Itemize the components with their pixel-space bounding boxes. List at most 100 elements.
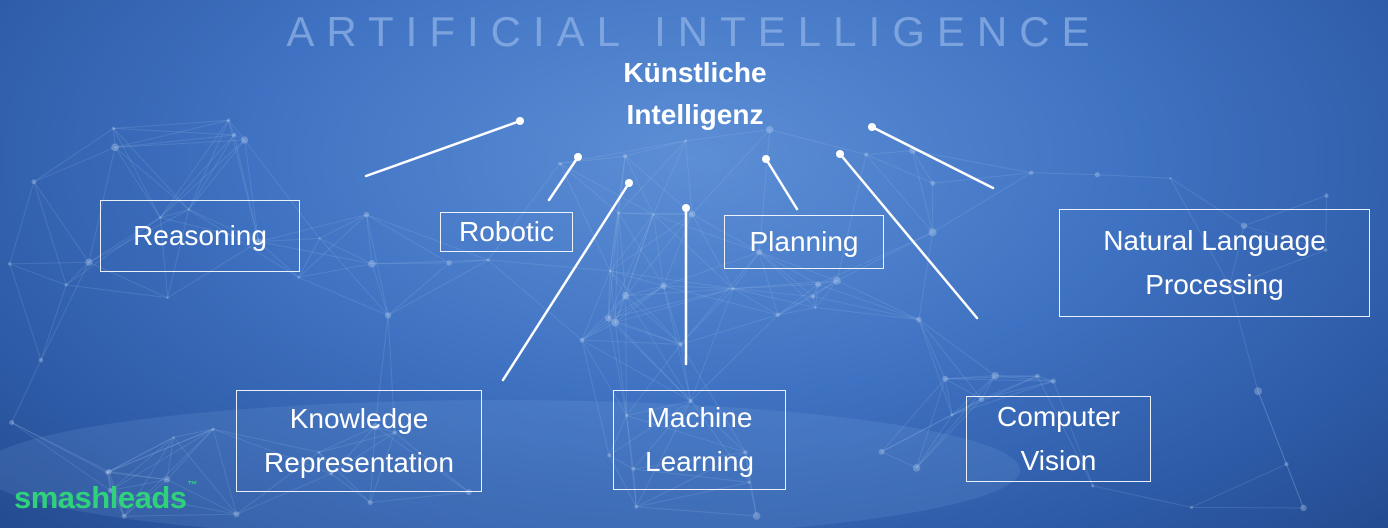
network-edge xyxy=(758,251,814,297)
network-edge xyxy=(624,155,693,215)
network-edge xyxy=(636,506,757,517)
network-edge xyxy=(608,400,691,456)
network-edge xyxy=(33,181,67,286)
network-edge xyxy=(113,128,161,218)
network-node xyxy=(226,118,231,123)
network-edge xyxy=(745,452,758,517)
network-edge xyxy=(366,214,489,261)
network-edge xyxy=(733,283,819,290)
node-nlp: Natural Language Processing xyxy=(1059,209,1370,317)
network-edge xyxy=(626,344,682,416)
network-edge xyxy=(625,213,693,297)
network-edge xyxy=(733,280,837,290)
network-edge xyxy=(685,140,693,215)
network-edge xyxy=(319,237,373,265)
network-edge xyxy=(777,307,816,316)
network-edge xyxy=(114,146,190,210)
network-edge xyxy=(188,209,259,243)
network-edge xyxy=(113,128,190,210)
network-edge xyxy=(1257,390,1287,465)
network-edge xyxy=(748,482,758,517)
network-node xyxy=(1240,222,1248,229)
network-edge xyxy=(625,214,654,296)
network-edge xyxy=(618,212,664,287)
network-edge xyxy=(680,314,778,345)
network-edge xyxy=(680,344,692,402)
network-edge xyxy=(916,414,953,469)
network-edge xyxy=(1243,195,1327,227)
node-computer-vision: Computer Vision xyxy=(966,396,1151,482)
network-edge xyxy=(66,284,168,299)
network-edge xyxy=(1229,225,1245,287)
network-edge xyxy=(607,214,654,319)
network-edge xyxy=(1169,178,1231,287)
network-node xyxy=(688,399,693,404)
network-node xyxy=(950,413,954,417)
network-edge xyxy=(9,181,35,265)
glow-band xyxy=(0,400,1020,528)
network-edge xyxy=(371,262,450,265)
network-node xyxy=(631,466,636,471)
network-edge xyxy=(123,428,214,517)
network-edge xyxy=(618,156,626,214)
network-edge xyxy=(1191,463,1287,508)
network-edge xyxy=(614,322,628,416)
connector-dot-nlp xyxy=(868,123,876,131)
network-edge xyxy=(188,139,245,210)
network-edge xyxy=(236,451,320,515)
network-edge xyxy=(680,288,734,345)
network-node xyxy=(465,489,472,496)
node-robotic-label: Robotic xyxy=(459,216,554,247)
network-edge xyxy=(114,147,161,218)
network-node xyxy=(1227,284,1232,289)
network-node xyxy=(607,453,612,458)
network-node xyxy=(558,161,562,166)
network-edge xyxy=(33,146,116,183)
network-edge xyxy=(40,262,90,361)
network-edge xyxy=(691,129,771,215)
network-edge xyxy=(618,212,654,215)
network-edge xyxy=(449,259,489,264)
network-edge xyxy=(108,471,125,517)
network-edge xyxy=(1243,225,1326,251)
network-edge xyxy=(663,285,778,316)
network-node xyxy=(111,126,116,131)
network-edge xyxy=(33,127,114,183)
network-edge xyxy=(609,156,626,271)
network-edge xyxy=(653,213,760,253)
network-edge xyxy=(33,181,90,263)
network-edge xyxy=(690,400,746,453)
network-edge xyxy=(581,339,627,416)
network-node xyxy=(942,375,949,382)
network-edge xyxy=(608,317,681,345)
network-node xyxy=(121,513,127,519)
network-edge xyxy=(614,213,620,323)
network-node xyxy=(878,448,885,455)
network-edge xyxy=(233,134,245,141)
network-node xyxy=(815,281,822,288)
network-edge xyxy=(559,163,654,215)
network-edge xyxy=(160,217,259,243)
node-reasoning-label: Reasoning xyxy=(133,220,267,251)
network-edge xyxy=(369,426,376,503)
network-edge xyxy=(330,426,376,474)
node-robotic: Robotic xyxy=(440,212,573,252)
center-title-line-2: Intelligenz xyxy=(626,99,764,130)
network-edge xyxy=(114,134,235,148)
network-edge xyxy=(318,451,371,503)
network-edge xyxy=(213,428,332,475)
network-edge xyxy=(944,378,953,415)
network-edge xyxy=(866,150,913,156)
network-edge xyxy=(1031,172,1098,176)
network-edge xyxy=(298,276,389,316)
connector-computer-vision xyxy=(838,152,979,320)
network-edge xyxy=(777,283,819,316)
network-edge xyxy=(614,322,692,402)
network-edge xyxy=(188,209,299,278)
network-node xyxy=(371,423,379,431)
network-edge xyxy=(11,359,42,423)
network-edge xyxy=(609,213,693,272)
network-node xyxy=(1284,462,1289,467)
network-edge xyxy=(836,280,920,320)
network-edge xyxy=(945,375,996,380)
